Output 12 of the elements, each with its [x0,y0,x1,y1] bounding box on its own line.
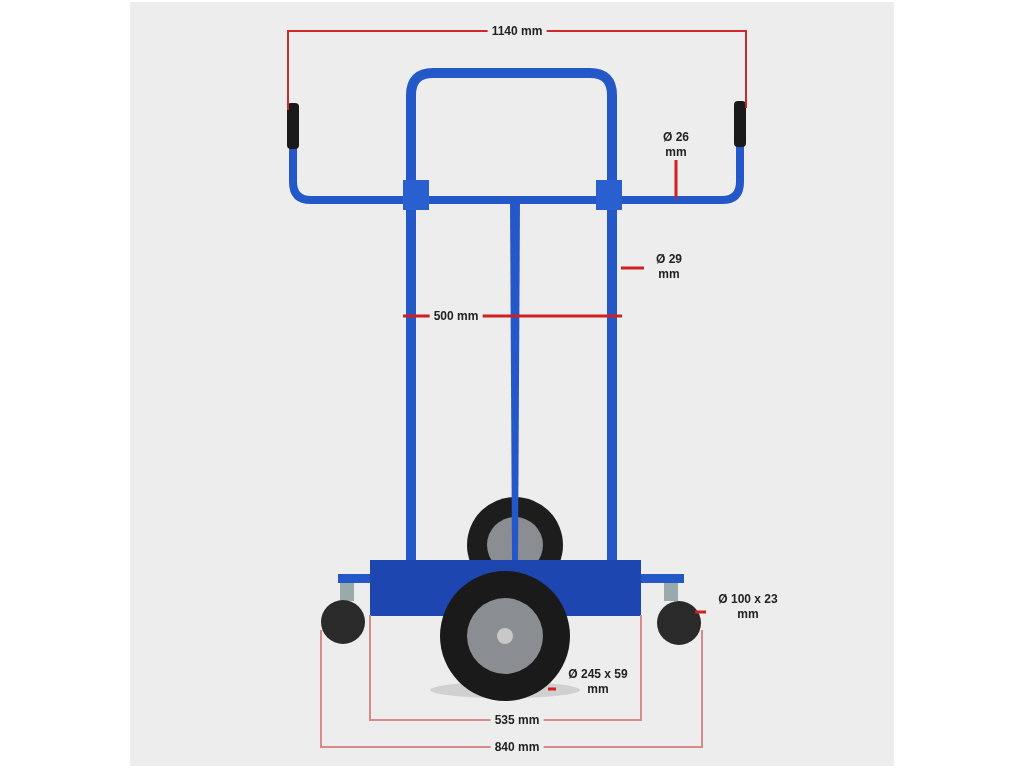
leader-line [674,160,678,198]
leader-line [548,687,556,691]
dimension-label: 1140 mm [487,24,547,38]
dimension-label: 535 mm [490,713,544,727]
callout-label: Ø 245 x 59 mm [556,667,640,697]
callout-label: Ø 26 mm [651,130,701,160]
leader-line [695,610,706,614]
callout-label: Ø 100 x 23 mm [706,592,790,622]
leader-line [621,266,644,270]
callout-label: Ø 29 mm [644,252,694,282]
dimension-label: 840 mm [490,740,544,754]
dimension-label: 500 mm [429,309,483,323]
